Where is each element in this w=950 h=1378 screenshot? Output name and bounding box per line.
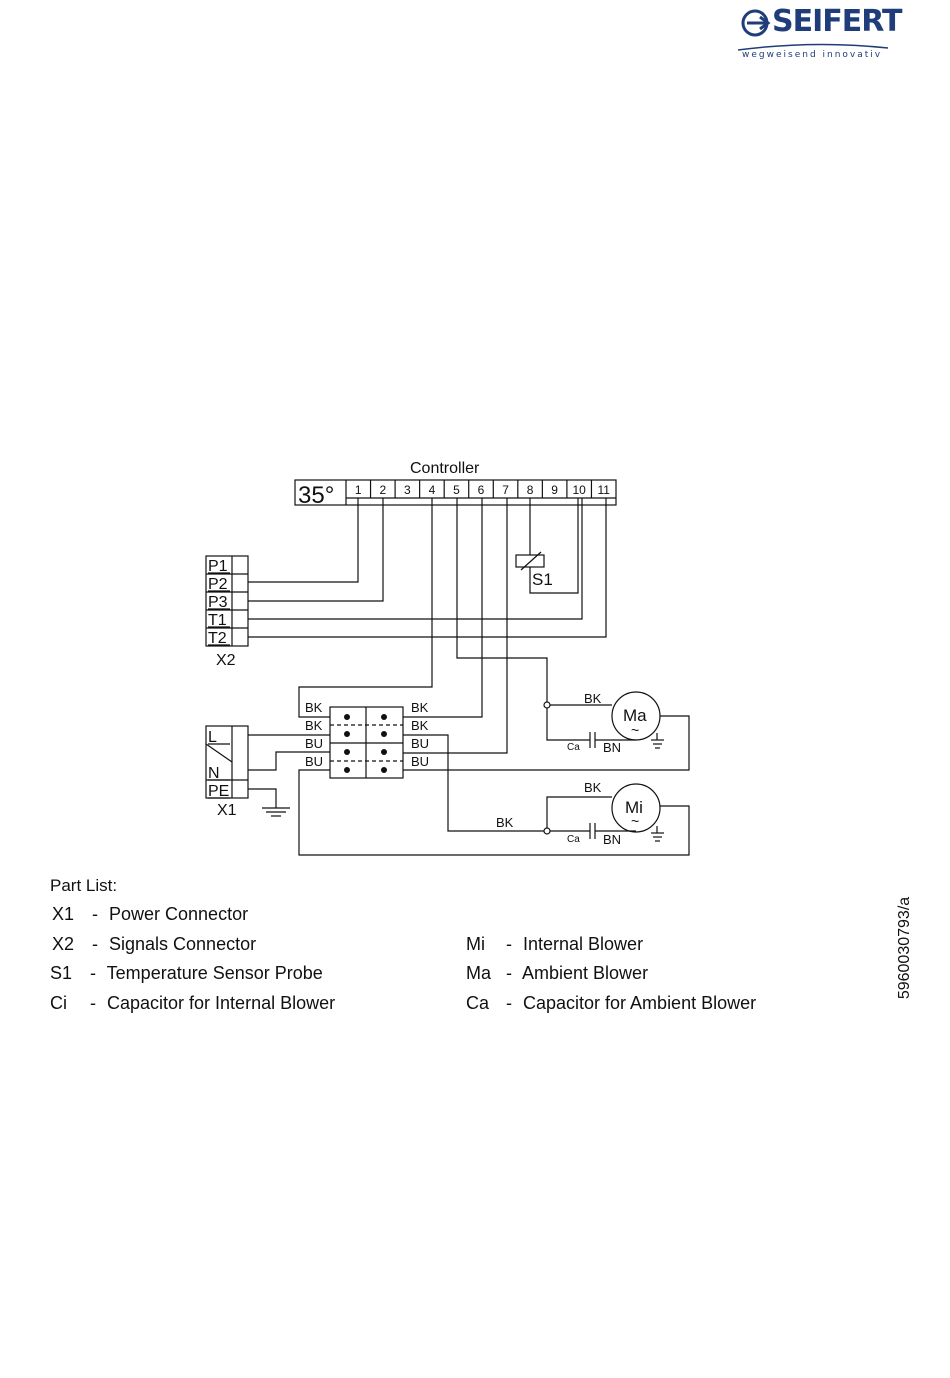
part-code: S1 [50,963,73,983]
controller-terminal: 7 [502,483,509,497]
x2-pin: P3 [208,594,228,611]
part-list-item: X1- Power Connector [52,904,248,925]
part-separator: - [90,963,96,983]
controller-box [294,479,617,506]
part-description: Ambient Blower [518,963,649,983]
terminal-right-wire-label: BU [411,736,429,751]
terminal-block-right-labels: BK BK BU BU [411,700,429,769]
part-code: X1 [52,904,75,924]
controller-terminal: 11 [597,483,610,497]
x2-pin: P2 [208,576,228,593]
terminal-right-wire-label: BK [411,718,429,733]
motor-mi-cap-wire: BN [603,832,621,847]
terminal-block-left-labels: BK BK BU BU [305,700,323,769]
terminal-left-wire-label: BU [305,736,323,751]
part-code: Ci [50,993,67,1013]
controller-display: 35° [298,482,334,509]
part-description: Power Connector [104,904,249,924]
motor-ma-symbol: ~ [631,722,639,738]
part-list-item: S1- Temperature Sensor Probe [50,963,323,984]
part-code: Ca [466,993,490,1013]
motor-ma-label: Ma [623,706,647,725]
brand-swoosh [737,43,889,51]
part-list-item: Ma- Ambient Blower [466,963,648,984]
brand-tagline: wegweisend innovativ [742,50,883,60]
terminal-left-wire-label: BK [305,700,323,715]
controller-terminal: 1 [355,483,362,497]
x2-pin: T1 [208,612,227,629]
part-list-item: Ca- Capacitor for Ambient Blower [466,993,756,1014]
motor-mi-wire-left: BK [496,815,514,830]
x1-pins: L NPE [208,729,230,800]
controller-terminal: 9 [551,483,558,497]
part-separator: - [506,934,512,954]
controller-terminal: 3 [404,483,411,497]
controller-terminal: 4 [429,483,436,497]
x1-pin: N [208,765,220,782]
motor-mi-symbol: ~ [631,813,639,829]
controller-terminal: 5 [453,483,460,497]
controller-terminals: 1 2 3 4 5 6 7 8 9 10 11 [355,480,610,498]
part-code: Ma [466,963,492,983]
x1-pin: L [208,729,217,746]
x2-connector [205,555,249,647]
part-list-title: Part List: [50,876,118,895]
motor-mi-cap: Ca [567,834,580,845]
part-list-item: X2- Signals Connector [52,934,256,955]
terminal-left-wire-label: BK [305,718,323,733]
part-description: Internal Blower [518,934,644,954]
sensor-s1-label: S1 [532,570,553,589]
part-separator: - [92,904,98,924]
brand-name: SEIFERT [772,4,902,39]
part-separator: - [506,963,512,983]
sensor-s1 [515,554,545,568]
document-number: 5960030793/a [896,896,913,1000]
controller-terminal: 6 [478,483,485,497]
controller-title: Controller [410,460,480,477]
terminal-right-wire-label: BU [411,754,429,769]
part-separator: - [90,993,96,1013]
part-description: Capacitor for Internal Blower [102,993,336,1013]
motor-mi-wire-in: BK [584,780,602,795]
x2-label: X2 [216,652,236,669]
controller-terminal: 8 [527,483,534,497]
part-code: Mi [466,934,485,954]
motor-ma-cap: Ca [567,742,580,753]
part-description: Capacitor for Ambient Blower [518,993,757,1013]
x1-label: X1 [217,802,237,819]
brand-logo-icon [741,9,771,37]
part-separator: - [506,993,512,1013]
x2-pin: T2 [208,630,227,647]
motor-ma-cap-wire: BN [603,740,621,755]
terminal-left-wire-label: BU [305,754,323,769]
motor-mi-label: Mi [625,798,643,817]
controller-terminal: 10 [573,483,587,497]
part-list-item: Ci - Capacitor for Internal Blower [50,993,335,1014]
part-list-item: Mi - Internal Blower [466,934,643,955]
x2-pin: P1 [208,558,228,575]
part-description: Temperature Sensor Probe [102,963,323,983]
part-separator: - [92,934,98,954]
motor-mi [611,783,661,833]
x1-pin: PE [208,783,229,800]
part-description: Signals Connector [104,934,257,954]
terminal-right-wire-label: BK [411,700,429,715]
part-code: X2 [52,934,75,954]
controller-terminal: 2 [379,483,386,497]
motor-ma-wire-in: BK [584,691,602,706]
